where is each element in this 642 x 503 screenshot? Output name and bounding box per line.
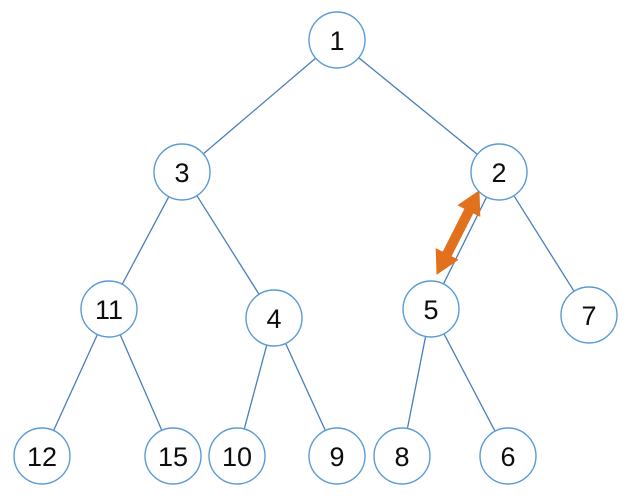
node-circle — [479, 427, 537, 485]
tree-edge — [53, 334, 98, 431]
tree-edge — [202, 57, 317, 155]
node-circle — [208, 427, 266, 485]
swap-arrow-group — [435, 190, 481, 275]
node-circle — [13, 427, 71, 485]
node-circle — [373, 427, 431, 485]
node-circle — [153, 143, 211, 201]
node-circle — [308, 427, 366, 485]
tree-node-10[interactable]: 10 — [208, 427, 266, 485]
tree-edge — [119, 334, 163, 431]
edges-group — [53, 57, 575, 432]
node-circle — [470, 143, 528, 201]
node-circle — [560, 286, 618, 344]
node-label: 6 — [500, 442, 515, 472]
node-label: 4 — [266, 304, 281, 334]
node-label: 3 — [174, 158, 189, 188]
tree-edge — [443, 333, 496, 432]
tree-edge — [243, 344, 268, 430]
tree-node-3[interactable]: 3 — [153, 143, 211, 201]
node-label: 2 — [491, 158, 506, 188]
node-label: 15 — [158, 442, 188, 472]
node-label: 8 — [394, 442, 409, 472]
tree-edge — [513, 195, 575, 292]
node-label: 9 — [329, 442, 344, 472]
node-label: 10 — [222, 442, 252, 472]
tree-edge — [406, 336, 427, 429]
tree-node-1[interactable]: 1 — [308, 11, 366, 69]
tree-node-11[interactable]: 11 — [80, 280, 138, 338]
swap-arrow-icon — [435, 190, 481, 275]
nodes-group: 1 3 2 11 4 5 7 12 15 10 9 8 6 — [13, 11, 618, 485]
node-label: 1 — [329, 26, 344, 56]
node-label: 12 — [27, 442, 57, 472]
node-circle — [402, 280, 460, 338]
node-circle — [308, 11, 366, 69]
tree-node-2[interactable]: 2 — [470, 143, 528, 201]
node-circle — [144, 427, 202, 485]
node-circle — [245, 289, 303, 347]
tree-node-12[interactable]: 12 — [13, 427, 71, 485]
tree-edge — [121, 196, 170, 285]
tree-node-8[interactable]: 8 — [373, 427, 431, 485]
tree-node-6[interactable]: 6 — [479, 427, 537, 485]
tree-node-15[interactable]: 15 — [144, 427, 202, 485]
tree-node-4[interactable]: 4 — [245, 289, 303, 347]
tree-node-5[interactable]: 5 — [402, 280, 460, 338]
tree-edge — [285, 343, 326, 431]
tree-edge — [196, 195, 260, 295]
node-circle — [80, 280, 138, 338]
node-label: 5 — [423, 295, 438, 325]
node-label: 11 — [95, 295, 123, 325]
tree-node-9[interactable]: 9 — [308, 427, 366, 485]
tree-edge — [358, 57, 478, 155]
node-label: 7 — [581, 301, 596, 331]
tree-node-7[interactable]: 7 — [560, 286, 618, 344]
